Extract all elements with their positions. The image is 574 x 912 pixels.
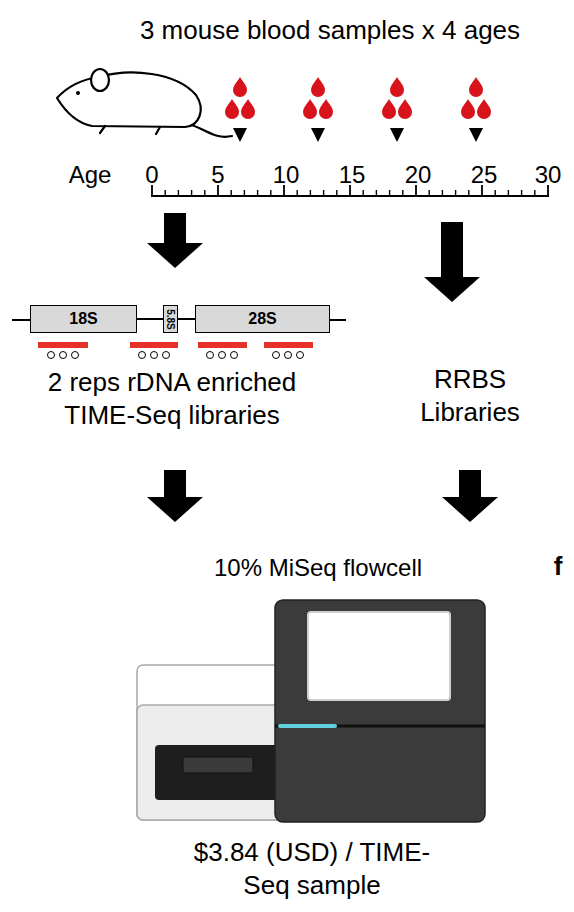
label-text: 0: [127, 160, 177, 190]
region-label: 28S: [248, 310, 276, 328]
instrument-drawer: [155, 745, 285, 800]
down-arrow: [424, 222, 480, 302]
biotin-circle: [231, 352, 238, 359]
mouse-feet: [100, 126, 160, 134]
probe-bar: [130, 342, 178, 348]
rdna-region-box: 5.8S: [163, 305, 178, 333]
sample-triangle: [390, 128, 404, 142]
mouse-eye: [76, 91, 80, 95]
miseq-instrument: [137, 600, 485, 822]
blood-drop: [241, 99, 255, 119]
biotin-marks: [48, 352, 304, 359]
label-text: 20: [393, 160, 443, 190]
biotin-circle: [151, 352, 158, 359]
blood-drop: [303, 99, 317, 119]
label-text: 5: [193, 160, 243, 190]
blood-drop: [469, 77, 483, 97]
label-text: 25: [459, 160, 509, 190]
blood-drop: [477, 99, 491, 119]
biotin-circle: [219, 352, 226, 359]
sample-triangle: [469, 128, 483, 142]
drawer-slot: [183, 757, 253, 773]
mouse-illustration: [57, 69, 232, 137]
blood-drop: [233, 77, 247, 97]
blood-drop: [311, 77, 325, 97]
blood-drop: [398, 99, 412, 119]
instrument-screen: [308, 612, 450, 700]
backbone-line: [12, 319, 30, 321]
mouse-body: [57, 73, 201, 127]
label-text: 2 reps rDNA enriched TIME-Seq libraries: [27, 366, 317, 432]
biotin-circle: [72, 352, 79, 359]
label-text: 15: [327, 160, 377, 190]
backbone-line: [330, 319, 346, 321]
blood-drops: [225, 77, 491, 119]
rdna-region-box: 28S: [195, 305, 330, 333]
biotin-circle: [60, 352, 67, 359]
blood-drop: [382, 99, 396, 119]
label-text: Age: [55, 160, 125, 190]
rdna-region-box: 18S: [30, 305, 137, 333]
label-text: $3.84 (USD) / TIME-Seq sample: [192, 836, 432, 902]
sample-triangle: [233, 128, 247, 142]
label-text: RRBS Libraries: [395, 363, 545, 429]
biotin-circle: [48, 352, 55, 359]
blood-drop: [390, 77, 404, 97]
biotin-circle: [139, 352, 146, 359]
backbone-connector: [178, 318, 195, 320]
probe-bar: [264, 342, 313, 348]
biotin-circle: [297, 352, 304, 359]
mouse-ear: [91, 69, 109, 91]
blood-drop: [461, 99, 475, 119]
probe-bar: [38, 342, 88, 348]
instrument-body: [275, 600, 485, 822]
down-arrow: [147, 213, 203, 268]
biotin-circle: [285, 352, 292, 359]
probe-bars: [38, 342, 313, 348]
biotin-circle: [273, 352, 280, 359]
label-text: f: [543, 550, 573, 583]
biotin-circle: [207, 352, 214, 359]
region-label: 18S: [69, 310, 97, 328]
blood-drop: [225, 99, 239, 119]
sample-triangle: [311, 128, 325, 142]
region-label: 5.8S: [165, 309, 176, 330]
down-arrow: [442, 470, 498, 522]
mouse-tail: [188, 124, 232, 137]
status-light: [280, 724, 335, 728]
biotin-circle: [163, 352, 170, 359]
label-text: 10% MiSeq flowcell: [168, 553, 468, 583]
backbone-connector: [137, 318, 163, 320]
down-arrow: [147, 470, 203, 522]
label-text: 30: [523, 160, 573, 190]
probe-bar: [198, 342, 247, 348]
blood-drop: [319, 99, 333, 119]
label-text: 10: [261, 160, 311, 190]
sample-markers: [233, 128, 483, 142]
title-text: 3 mouse blood samples x 4 ages: [80, 14, 574, 47]
instrument-seam: [275, 725, 485, 728]
